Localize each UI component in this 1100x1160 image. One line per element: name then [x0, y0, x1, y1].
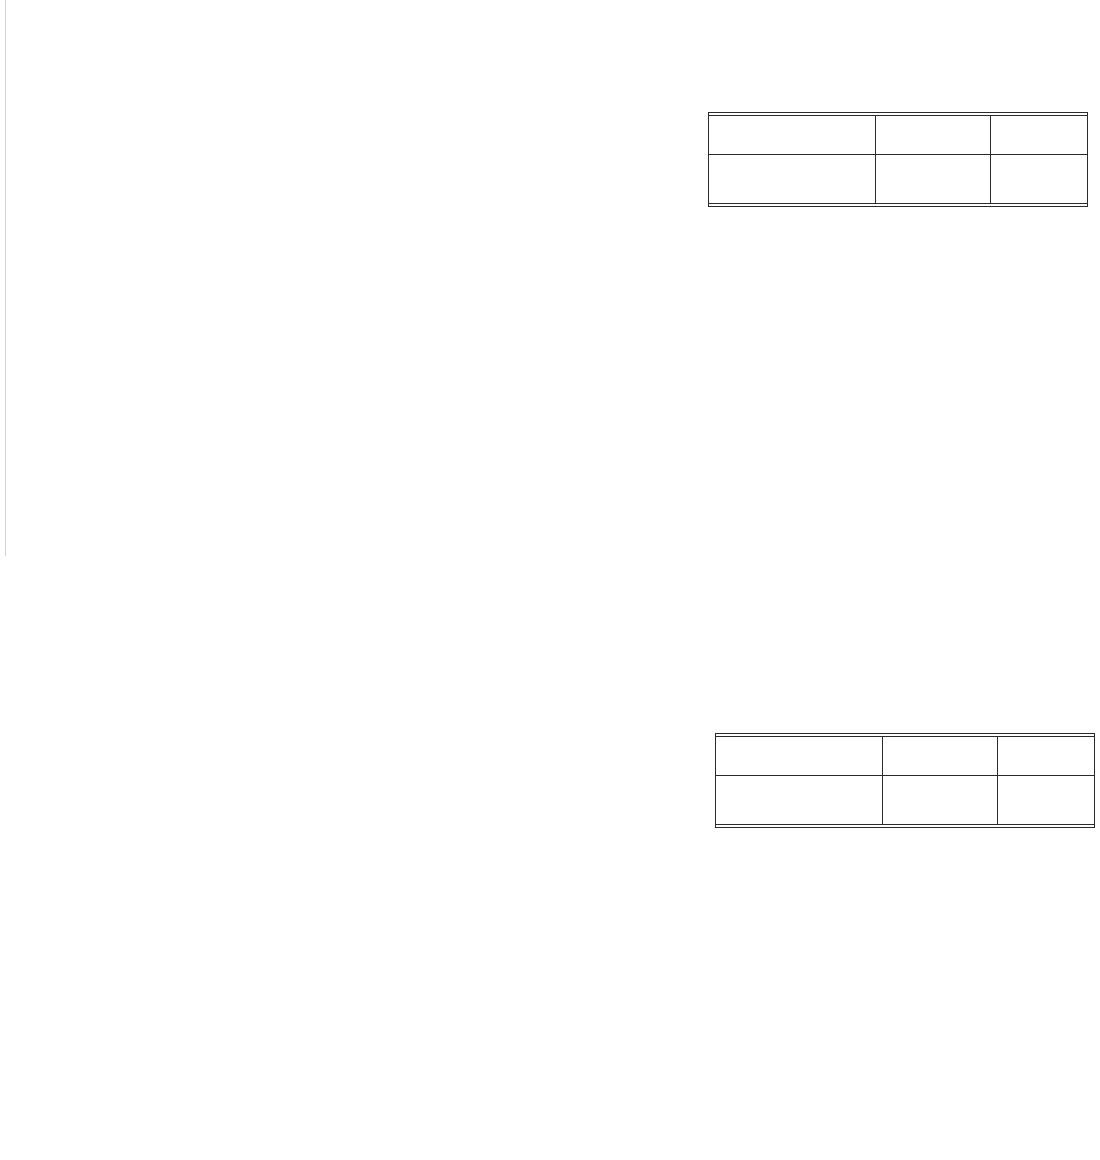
servo-spec-table-1	[708, 112, 1088, 207]
assembly-drawing-mbl06-ground	[365, 80, 760, 365]
spec-panel-2	[715, 733, 1095, 828]
shaft-end-drawing-mbl08-rolled	[20, 942, 380, 1082]
flange-cell	[990, 154, 1088, 204]
models-cell	[875, 154, 991, 204]
shaft-end-drawing-mbl08-ground	[385, 944, 745, 1084]
servo-spec-table-2	[715, 733, 1095, 828]
manufacturer-cell	[715, 775, 883, 825]
assembly-drawing-mbl08-rolled	[28, 666, 423, 951]
section1-header	[18, 6, 51, 29]
table-row	[708, 154, 1088, 204]
assembly-drawing-mbl06-rolled	[28, 80, 423, 365]
col-model-no	[875, 115, 991, 155]
section2-header	[18, 598, 51, 621]
manufacturer-cell	[708, 154, 876, 204]
flange-cell	[997, 775, 1095, 825]
table-row	[715, 775, 1095, 825]
section2-title-en	[18, 598, 51, 621]
models-cell	[882, 775, 998, 825]
shaft-end-drawing-mbl06-rolled	[28, 352, 388, 492]
col-flange-width	[997, 736, 1095, 776]
col-manufacturer	[715, 736, 883, 776]
spec-panel-1	[708, 112, 1088, 207]
section1-title-en	[18, 6, 51, 29]
page-edge-line	[5, 0, 6, 556]
col-flange-width	[990, 115, 1088, 155]
shaft-end-drawing-mbl06-ground	[365, 352, 725, 492]
col-model-no	[882, 736, 998, 776]
col-manufacturer	[708, 115, 876, 155]
note-cell	[708, 203, 1088, 207]
note-cell	[715, 824, 1095, 828]
